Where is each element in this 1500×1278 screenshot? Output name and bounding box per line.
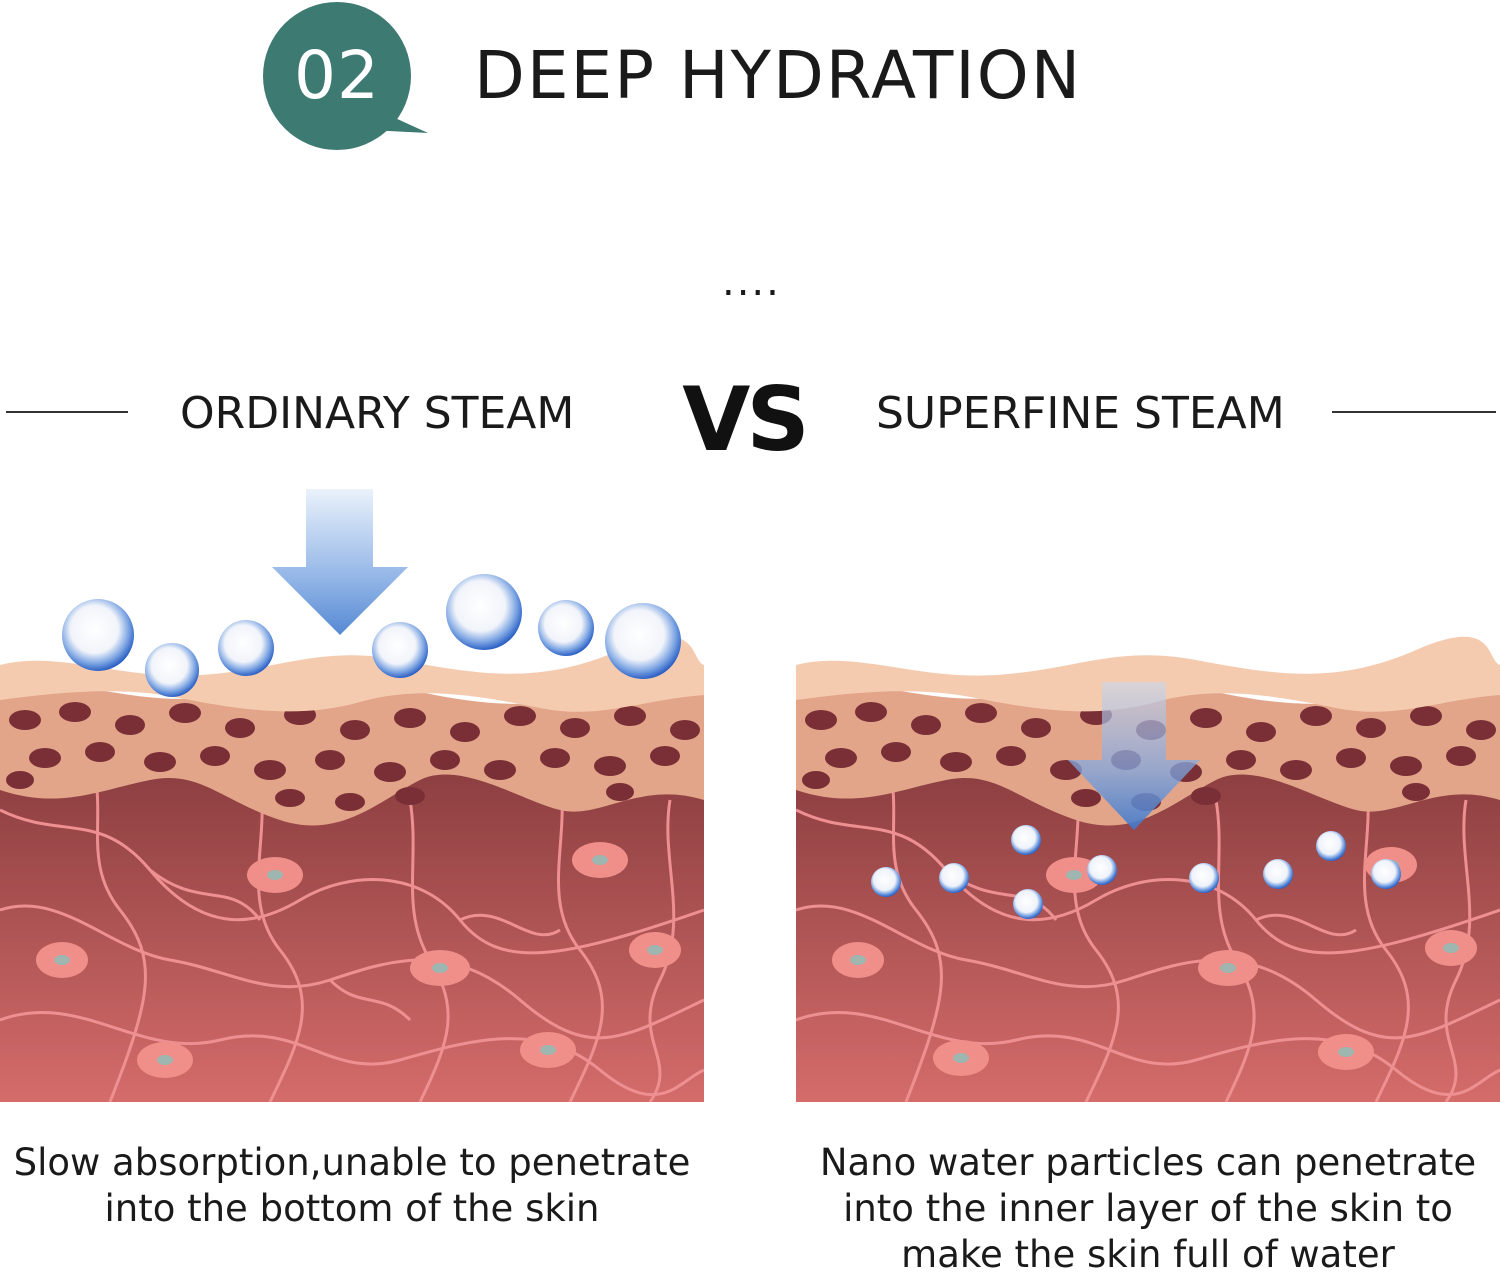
down-arrow-icon <box>1068 682 1200 830</box>
down-arrow-icon <box>272 489 408 635</box>
ordinary-steam-skin-diagram <box>0 489 704 1102</box>
ordinary-steam-caption: Slow absorption,unable to penetrate into… <box>13 1141 691 1230</box>
connective-fibers <box>796 759 1500 1102</box>
superfine-steam-skin-diagram <box>796 636 1500 1102</box>
water-droplets-large <box>62 574 681 697</box>
page-title: DEEP HYDRATION <box>474 37 1083 114</box>
badge-number: 02 <box>294 37 380 114</box>
nano-water-particles <box>871 825 1401 919</box>
skin-surface <box>796 636 1500 712</box>
connective-fibers <box>0 759 704 1102</box>
epidermis-cells <box>802 702 1496 811</box>
number-badge <box>263 2 428 150</box>
divider-dots: .... <box>722 259 781 305</box>
superfine-steam-caption: Nano water particles can penetrate into … <box>819 1141 1477 1276</box>
vs-label: VS <box>682 368 809 471</box>
superfine-steam-heading: SUPERFINE STEAM <box>876 388 1285 439</box>
ordinary-steam-heading: ORDINARY STEAM <box>180 388 575 439</box>
dermis-cells <box>36 842 681 1078</box>
left-heading-rule <box>6 411 128 413</box>
right-heading-rule <box>1332 411 1496 413</box>
